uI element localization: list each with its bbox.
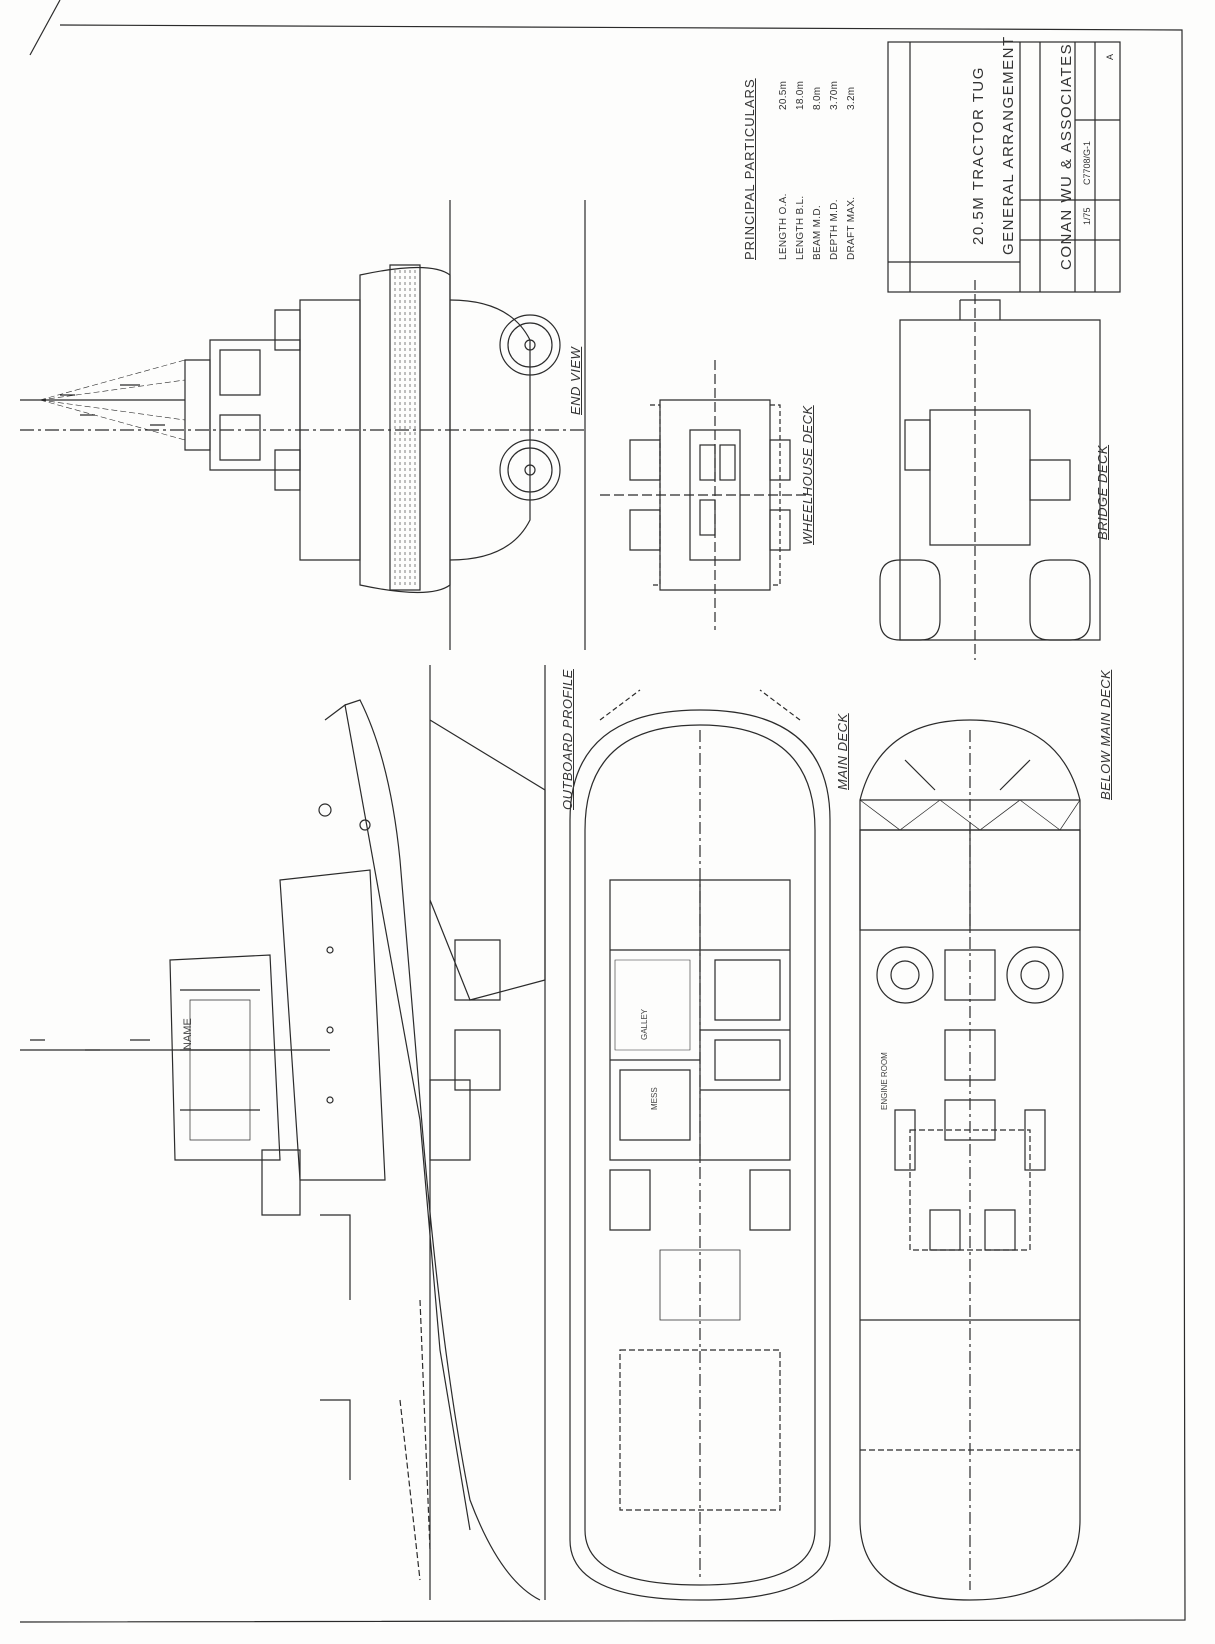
pp-row-label: DRAFT MAX. xyxy=(846,196,857,260)
corner-mark xyxy=(29,0,61,56)
title-revision: A xyxy=(1105,53,1115,60)
end-view-drawing xyxy=(20,200,586,650)
pp-row-value: 3.2m xyxy=(846,86,857,110)
mess-label: MESS xyxy=(650,1087,659,1110)
engine-room-label: ENGINE ROOM xyxy=(880,1052,889,1110)
principal-particulars-heading: PRINCIPAL PARTICULARS xyxy=(742,78,757,260)
pp-row-label: LENGTH O.A. xyxy=(778,193,789,260)
pp-row-label: LENGTH B.L. xyxy=(795,195,806,260)
title-drawing: GENERAL ARRANGEMENT xyxy=(1000,35,1017,255)
title-project: 20.5M TRACTOR TUG xyxy=(970,66,987,245)
pp-row-value: 20.5m xyxy=(778,80,789,110)
main-deck-drawing xyxy=(569,689,831,1601)
pp-row-value: 3.70m xyxy=(829,80,840,110)
title-drawing-number: C7708/G-1 xyxy=(1082,140,1092,185)
title-block-frame xyxy=(887,41,1121,293)
sheet-border xyxy=(19,24,1186,1623)
name-label: NAME xyxy=(182,1018,194,1050)
wheelhouse-deck-label: WHEELHOUSE DECK xyxy=(800,405,815,545)
end-view-label: END VIEW xyxy=(568,346,583,415)
galley-label: GALLEY xyxy=(640,1008,649,1040)
below-main-deck-drawing xyxy=(859,719,1081,1601)
pp-row-label: DEPTH M.D. xyxy=(829,199,840,260)
pp-row-value: 8.0m xyxy=(812,86,823,110)
bridge-deck-label: BRIDGE DECK xyxy=(1095,444,1110,540)
outboard-profile-drawing xyxy=(20,665,546,1601)
wheelhouse-deck-drawing xyxy=(600,360,810,630)
pp-row-label: BEAM M.D. xyxy=(812,205,823,260)
title-scale: 1/75 xyxy=(1082,207,1092,225)
bridge-deck-drawing xyxy=(879,280,1101,660)
main-deck-label: MAIN DECK xyxy=(835,713,850,790)
title-firm: CONAN WU & ASSOCIATES xyxy=(1058,42,1075,270)
below-main-deck-label: BELOW MAIN DECK xyxy=(1098,669,1113,800)
pp-row-value: 18.0m xyxy=(795,80,806,110)
outboard-profile-label: OUTBOARD PROFILE xyxy=(560,669,575,810)
